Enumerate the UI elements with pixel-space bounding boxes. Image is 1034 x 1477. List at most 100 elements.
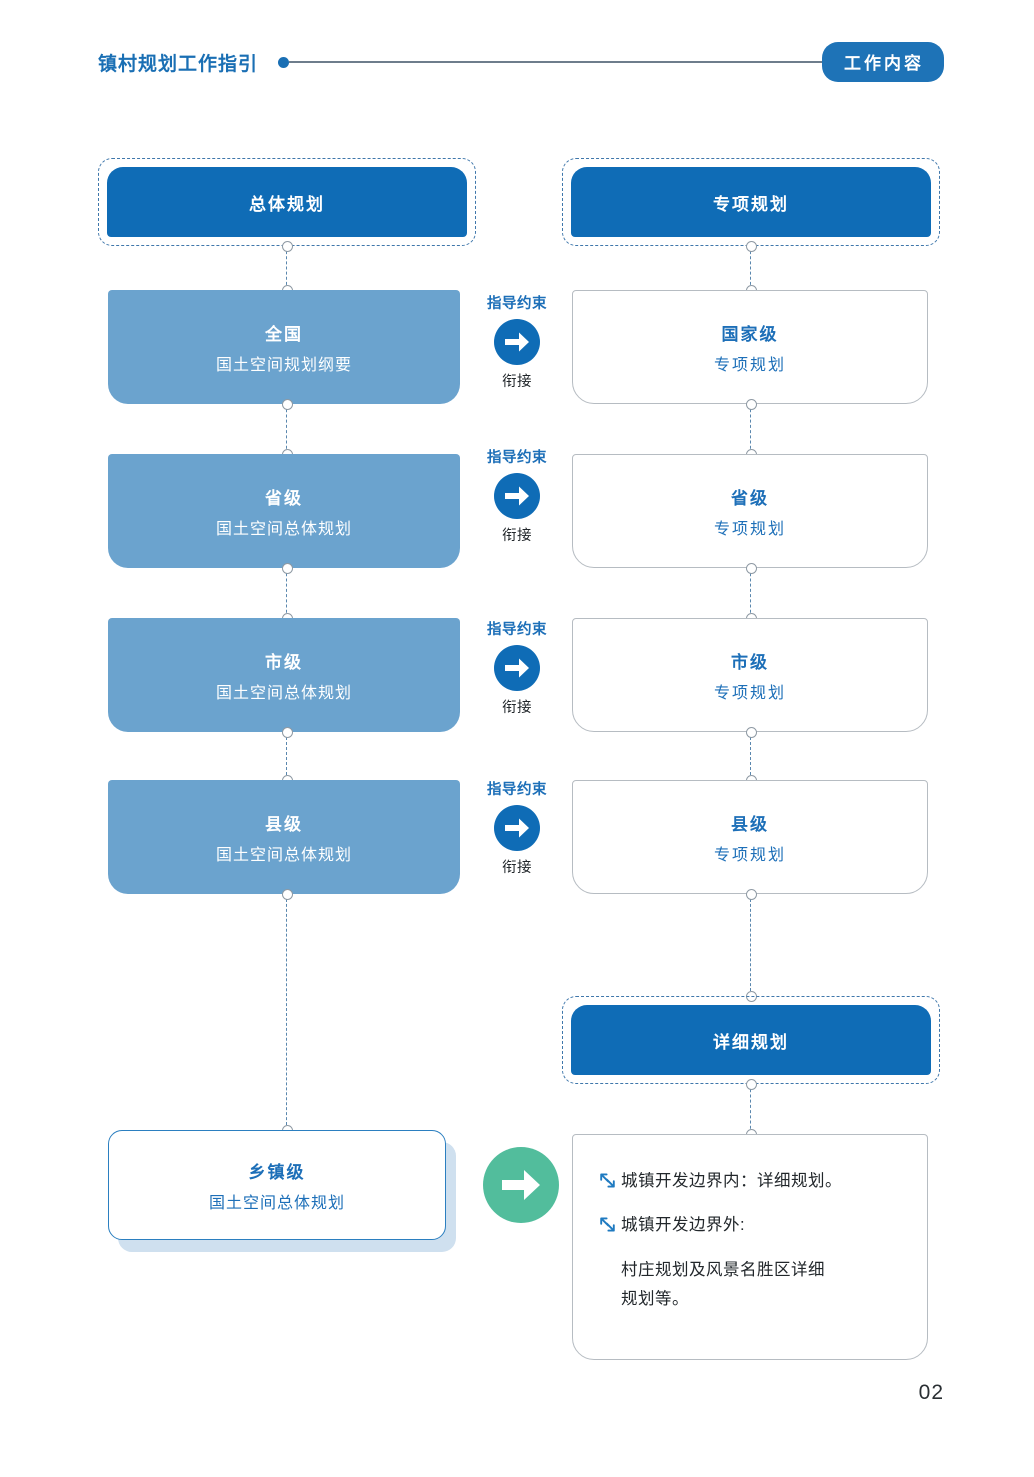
flow-connector-1-top-label: 指导约束 — [487, 450, 547, 466]
connector-knob-top — [281, 240, 293, 252]
left-box-2: 市级 国土空间总体规划 — [108, 618, 460, 732]
connector-right-2 — [745, 562, 757, 624]
connector-line — [750, 246, 751, 290]
detail-row-1: 城镇开发边界外: — [599, 1213, 901, 1239]
header-rule — [289, 61, 822, 63]
connector-knob-top — [745, 240, 757, 252]
detail-row-0-text: 城镇开发边界内：详细规划。 — [621, 1172, 842, 1190]
connector-line — [286, 246, 287, 290]
right-arrow-icon — [502, 1170, 540, 1200]
header-dot-icon — [278, 56, 290, 68]
connector-knob-top — [745, 726, 757, 738]
connector-line — [286, 568, 287, 618]
flow-connector-2-bottom-label: 衔接 — [502, 700, 532, 716]
flow-connector-2: 指导约束 衔接 — [462, 618, 572, 717]
right-section-title: 专项规划 — [713, 194, 789, 214]
connector-right-1 — [745, 398, 757, 460]
connector-right-5 — [745, 1078, 757, 1140]
right-box-3-line1: 县级 — [731, 814, 769, 834]
right-box-2-line2: 专项规划 — [713, 684, 786, 702]
diagonal-double-arrow-icon — [599, 1216, 621, 1238]
green-arrow-button — [483, 1147, 559, 1223]
flow-connector-0-arrow — [494, 319, 540, 365]
left-section-group: 总体规划 — [98, 158, 476, 246]
detail-section-group: 详细规划 — [562, 996, 940, 1084]
connector-knob-top — [745, 888, 757, 900]
left-box-3-line2: 国土空间总体规划 — [215, 846, 352, 864]
left-box-1-line2: 国土空间总体规划 — [215, 520, 352, 538]
flow-connector-0: 指导约束 衔接 — [462, 292, 572, 391]
connector-left-1 — [281, 398, 293, 460]
right-arrow-icon — [505, 486, 529, 506]
right-box-1-line1: 省级 — [731, 488, 769, 508]
connector-left-2 — [281, 562, 293, 624]
left-section-header: 总体规划 — [107, 167, 467, 237]
left-box-0: 全国 国土空间规划纲要 — [108, 290, 460, 404]
right-box-0: 国家级 专项规划 — [572, 290, 928, 404]
left-box-2-line1: 市级 — [265, 652, 303, 672]
connector-knob-top — [281, 726, 293, 738]
flow-connector-1-arrow — [494, 473, 540, 519]
left-section-title: 总体规划 — [249, 194, 325, 214]
detail-section-title: 详细规划 — [713, 1032, 789, 1052]
connector-knob-top — [281, 398, 293, 410]
right-box-2: 市级 专项规划 — [572, 618, 928, 732]
township-box-line1: 乡镇级 — [248, 1162, 306, 1182]
connector-knob-top — [745, 562, 757, 574]
left-box-3-line1: 县级 — [265, 814, 303, 834]
left-box-0-line2: 国土空间规划纲要 — [215, 356, 352, 374]
flow-connector-3-bottom-label: 衔接 — [502, 860, 532, 876]
detail-row-1-text: 城镇开发边界外: — [621, 1215, 746, 1234]
left-box-2-line2: 国土空间总体规划 — [215, 684, 352, 702]
right-section-header: 专项规划 — [571, 167, 931, 237]
right-arrow-icon — [505, 818, 529, 838]
connector-line — [750, 404, 751, 454]
connector-right-3 — [745, 726, 757, 786]
connector-line — [750, 1084, 751, 1134]
left-box-0-line1: 全国 — [265, 324, 303, 344]
detail-list-box: 城镇开发边界内：详细规划。 城镇开发边界外: 村庄规划及风景名胜区详细 规划等。 — [572, 1134, 928, 1360]
right-box-3-line2: 专项规划 — [713, 846, 786, 864]
connector-line — [286, 404, 287, 454]
flow-connector-0-top-label: 指导约束 — [487, 296, 547, 312]
township-box-line2: 国土空间总体规划 — [208, 1194, 345, 1212]
detail-sub-line-0: 村庄规划及风景名胜区详细 — [621, 1261, 825, 1280]
connector-knob-top — [281, 562, 293, 574]
flow-connector-3: 指导约束 衔接 — [462, 778, 572, 877]
page-number: 02 — [918, 1381, 944, 1404]
section-badge: 工作内容 — [822, 42, 944, 82]
connector-right-4 — [745, 888, 757, 1002]
left-box-1: 省级 国土空间总体规划 — [108, 454, 460, 568]
connector-left-4 — [281, 888, 293, 1136]
flow-connector-1-bottom-label: 衔接 — [502, 528, 532, 544]
right-arrow-icon — [505, 332, 529, 352]
flow-connector-3-top-label: 指导约束 — [487, 782, 547, 798]
flow-connector-1: 指导约束 衔接 — [462, 446, 572, 545]
detail-sub-line-1: 规划等。 — [621, 1290, 689, 1308]
right-box-1-line2: 专项规划 — [713, 520, 786, 538]
right-box-2-line1: 市级 — [731, 652, 769, 672]
right-box-3: 县级 专项规划 — [572, 780, 928, 894]
connector-left-0 — [281, 240, 293, 296]
detail-row-0: 城镇开发边界内：详细规划。 — [599, 1169, 901, 1195]
right-arrow-icon — [505, 658, 529, 678]
township-box: 乡镇级 国土空间总体规划 — [108, 1130, 446, 1240]
connector-knob-top — [281, 888, 293, 900]
left-box-1-line1: 省级 — [265, 488, 303, 508]
page-header: 镇村规划工作指引 工作内容 — [0, 40, 1034, 84]
page-title: 镇村规划工作指引 — [98, 53, 259, 75]
right-section-group: 专项规划 — [562, 158, 940, 246]
right-box-0-line1: 国家级 — [721, 324, 779, 344]
left-box-3: 县级 国土空间总体规划 — [108, 780, 460, 894]
right-box-0-line2: 专项规划 — [713, 356, 786, 374]
flow-connector-2-arrow — [494, 645, 540, 691]
connector-line — [286, 894, 287, 1130]
connector-left-3 — [281, 726, 293, 786]
diagonal-double-arrow-icon — [599, 1172, 621, 1194]
connector-line — [750, 568, 751, 618]
connector-line — [750, 732, 751, 780]
detail-section-header: 详细规划 — [571, 1005, 931, 1075]
connector-line — [286, 732, 287, 780]
connector-knob-top — [745, 1078, 757, 1090]
